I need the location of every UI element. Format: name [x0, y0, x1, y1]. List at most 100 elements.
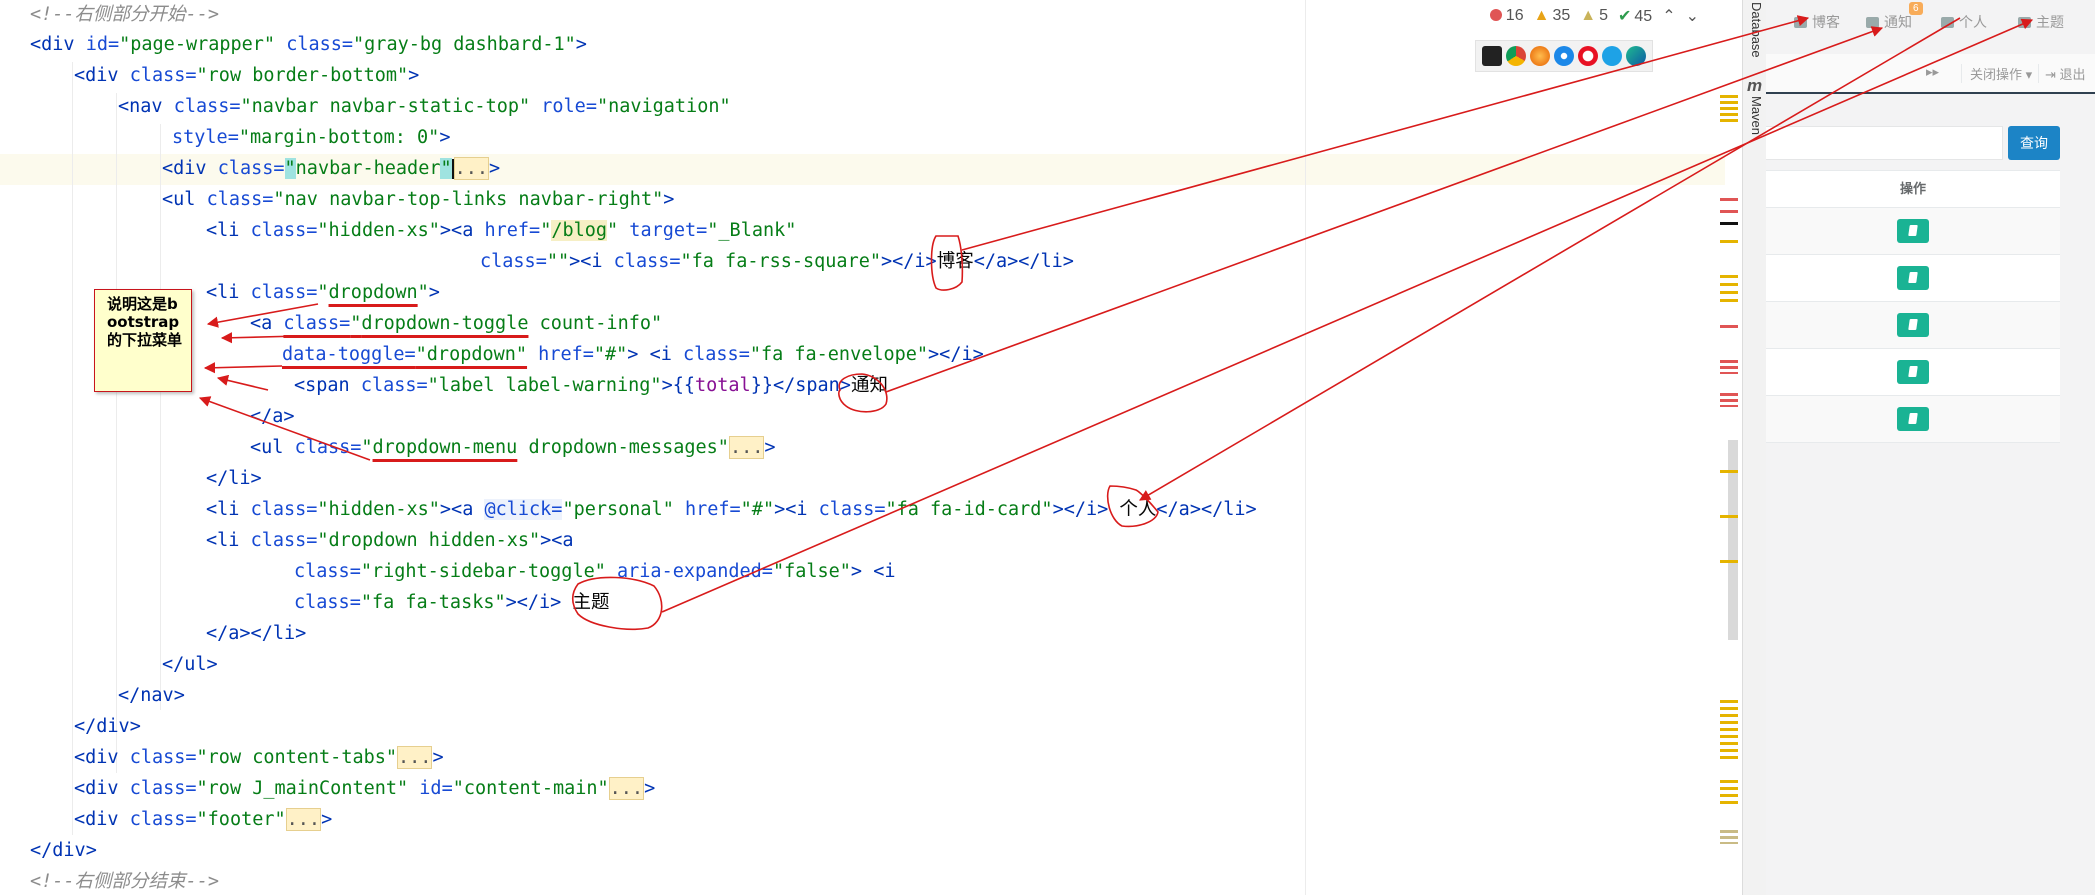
fold-marker[interactable]: ...: [453, 157, 490, 180]
code-line: <li class="dropdown">: [206, 282, 440, 303]
nav-personal[interactable]: 个人: [1941, 12, 1987, 32]
error-stripe[interactable]: [1720, 0, 1742, 895]
code-line-current: <div class="navbar-header"...>: [162, 157, 501, 180]
code-line: class=""><i class="fa fa-rss-square"></i…: [480, 251, 1074, 272]
weak-warning-icon: ▲: [1580, 7, 1597, 24]
stripe-mark[interactable]: [1720, 360, 1738, 374]
tab-forward-button[interactable]: ▸▸: [1926, 64, 1940, 79]
next-highlight-button[interactable]: ⌄: [1685, 8, 1699, 25]
table-row: [1766, 302, 2060, 349]
stripe-mark[interactable]: [1720, 240, 1738, 243]
code-line: <ul class="dropdown-menu dropdown-messag…: [250, 436, 776, 459]
code-line: <span class="label label-warning">{{tota…: [294, 375, 888, 396]
safari-icon[interactable]: [1554, 46, 1574, 66]
rss-icon: [1794, 17, 1807, 28]
id-card-icon: [1941, 17, 1954, 28]
database-tool-tab[interactable]: Database: [1749, 2, 1764, 58]
warning-icon: ▲: [1533, 7, 1550, 24]
stripe-mark[interactable]: [1720, 325, 1738, 328]
code-line: <ul class="nav navbar-top-links navbar-r…: [162, 189, 675, 210]
error-icon: [1489, 9, 1502, 21]
nav-theme[interactable]: 主题: [2018, 12, 2064, 32]
stripe-mark[interactable]: [1720, 470, 1738, 473]
close-ops-dropdown[interactable]: 关闭操作 ▾: [1961, 64, 2032, 83]
tasks-icon: [2018, 17, 2031, 28]
code-line: </a></li>: [206, 623, 307, 644]
data-table: 操作: [1766, 170, 2060, 443]
typo-count[interactable]: ✔45: [1617, 8, 1653, 25]
code-line: </div>: [30, 840, 97, 861]
internet-explorer-icon[interactable]: [1602, 46, 1622, 66]
code-line: <div class="row content-tabs"...>: [74, 746, 444, 769]
code-line: class="right-sidebar-toggle" aria-expand…: [294, 561, 896, 582]
table-row: [1766, 396, 2060, 443]
code-line: data-toggle="dropdown" href="#"> <i clas…: [282, 344, 984, 365]
code-line: <div class="row border-bottom">: [74, 65, 420, 86]
indent-guide: [116, 93, 117, 773]
code-line: <li class="hidden-xs"><a href="/blog" ta…: [206, 220, 797, 241]
error-count[interactable]: 16: [1489, 7, 1524, 25]
edit-button[interactable]: [1897, 219, 1929, 243]
column-header-actions: 操作: [1766, 171, 2060, 208]
fold-marker[interactable]: ...: [285, 808, 322, 831]
logout-button[interactable]: ⇥ 退出: [2038, 64, 2086, 83]
code-line: <li class="hidden-xs"><a @click="persona…: [206, 499, 1257, 520]
stripe-mark[interactable]: [1720, 275, 1738, 305]
table-row: [1766, 349, 2060, 396]
code-line: <div class="footer"...>: [74, 808, 333, 831]
fold-marker[interactable]: ...: [728, 436, 765, 459]
stripe-mark[interactable]: [1720, 830, 1738, 844]
warning-count[interactable]: ▲35: [1533, 7, 1571, 24]
code-line: </div>: [74, 716, 141, 737]
edge-icon[interactable]: [1626, 46, 1646, 66]
code-line: </a>: [250, 406, 295, 427]
code-line: </nav>: [118, 685, 185, 706]
stripe-mark[interactable]: [1720, 515, 1738, 518]
code-comment: <!--右侧部分结束-->: [30, 871, 219, 892]
edit-button[interactable]: [1897, 313, 1929, 337]
stripe-mark[interactable]: [1720, 222, 1738, 225]
weak-warning-count[interactable]: ▲5: [1580, 7, 1608, 24]
content-tabs-bar: ▸▸ 关闭操作 ▾ ⇥ 退出: [1766, 54, 2095, 94]
notify-badge: 6: [1909, 2, 1923, 15]
stripe-mark[interactable]: [1720, 780, 1738, 808]
stripe-mark[interactable]: [1720, 198, 1738, 201]
nav-blog[interactable]: 博客: [1794, 12, 1840, 32]
intellij-icon[interactable]: [1482, 46, 1502, 66]
table-row: [1766, 208, 2060, 255]
code-comment: <!--右侧部分开始-->: [30, 4, 219, 25]
code-editor[interactable]: <!--右侧部分开始--> <div id="page-wrapper" cla…: [0, 0, 1725, 895]
prev-highlight-button[interactable]: ⌃: [1662, 8, 1676, 25]
browser-launch-bar: [1475, 40, 1653, 72]
code-line: <li class="dropdown hidden-xs"><a: [206, 530, 574, 551]
inspection-widget[interactable]: 16 ▲35 ▲5 ✔45 ⌃ ⌄: [1489, 6, 1699, 26]
indent-guide: [72, 62, 73, 835]
firefox-icon[interactable]: [1530, 46, 1550, 66]
logout-icon: ⇥: [2045, 67, 2056, 82]
code-line: <a class="dropdown-toggle count-info": [250, 313, 663, 334]
stripe-mark[interactable]: [1720, 700, 1738, 760]
maven-tool-tab[interactable]: Maven: [1749, 96, 1764, 136]
chrome-icon[interactable]: [1506, 46, 1526, 66]
stripe-mark[interactable]: [1720, 95, 1738, 125]
stripe-mark[interactable]: [1720, 210, 1738, 213]
right-margin-guide: [1305, 0, 1306, 895]
annotation-note: 说明这是bootstrap的下拉菜单: [94, 289, 192, 392]
search-input[interactable]: [1766, 126, 2003, 160]
edit-button[interactable]: [1897, 407, 1929, 431]
code-line: </li>: [206, 468, 262, 489]
code-line: </ul>: [162, 654, 218, 675]
fold-marker[interactable]: ...: [397, 746, 433, 769]
stripe-mark[interactable]: [1720, 393, 1738, 407]
edit-button[interactable]: [1897, 266, 1929, 290]
stripe-mark[interactable]: [1720, 560, 1738, 563]
tool-window-strip: Database m Maven: [1742, 0, 1768, 895]
search-button[interactable]: 查询: [2008, 126, 2060, 160]
fold-marker[interactable]: ...: [608, 777, 645, 800]
opera-icon[interactable]: [1578, 46, 1598, 66]
text-caret: [451, 159, 454, 179]
edit-button[interactable]: [1897, 360, 1929, 384]
